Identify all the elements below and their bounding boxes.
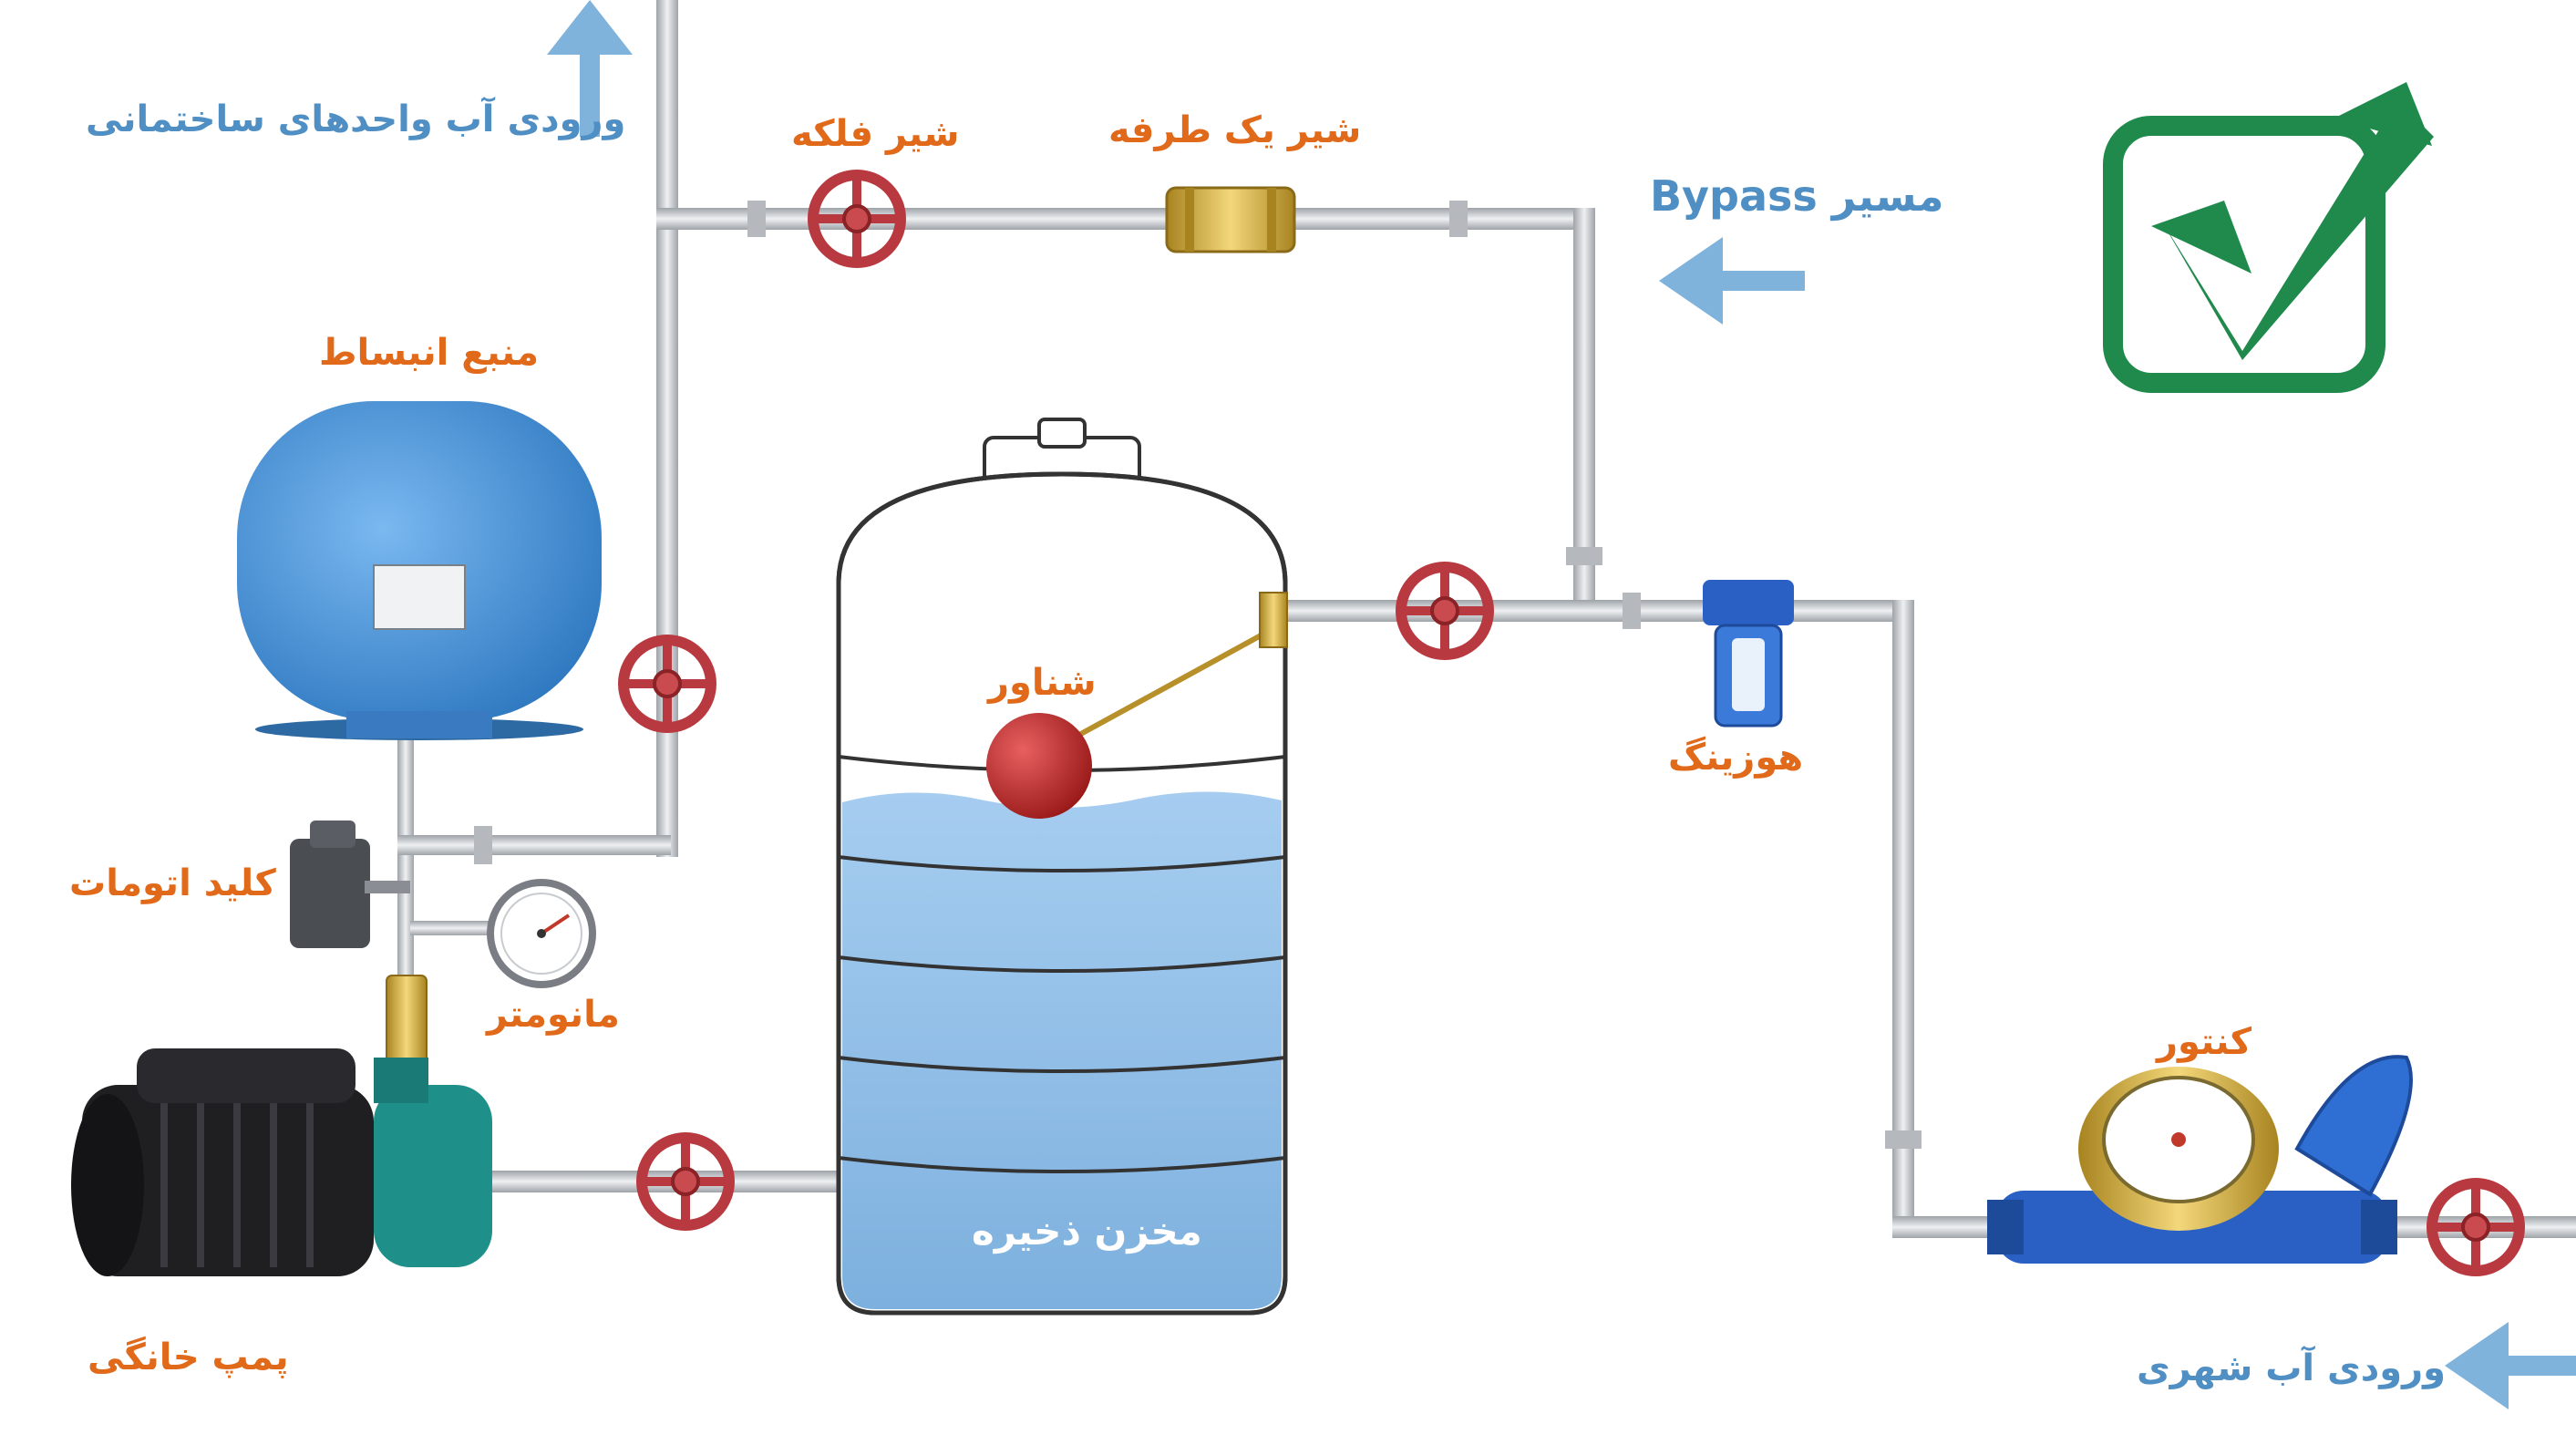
water-meter: [1987, 1055, 2413, 1264]
expansion-tank: [237, 401, 602, 740]
tank-label-plate: [373, 564, 466, 630]
gate-valve-pump: [642, 1138, 729, 1225]
label-home-pump: پمپ خانگی: [88, 1337, 289, 1378]
arrow-up-icon: [547, 0, 633, 137]
expansion-link-pipe: [397, 835, 671, 855]
label-pressure-switch: کلید اتومات: [69, 862, 276, 904]
manometer-branch-pipe: [410, 921, 492, 935]
float-ball: [986, 713, 1092, 819]
gate-valve-riser: [623, 640, 711, 728]
label-bypass: مسیر Bypass: [1650, 171, 1944, 221]
label-city-inlet: ورودی آب شهری: [2137, 1347, 2446, 1389]
manometer-gauge: [487, 879, 596, 988]
gate-valve-top: [813, 175, 901, 263]
tank-water: [842, 791, 1282, 1309]
arrow-left-icon: [1659, 237, 1805, 325]
float-valve: [986, 592, 1288, 819]
label-expansion-tank: منبع انبساط: [319, 332, 539, 374]
check-valve: [1165, 186, 1296, 253]
gate-valve-tank-inlet: [1401, 567, 1489, 655]
check-mark-icon: [2103, 82, 2434, 393]
pressure-switch: [290, 821, 410, 948]
brass-fitting: [386, 975, 428, 1068]
label-meter: کنتور: [2157, 1021, 2252, 1063]
label-check-valve: شیر یک طرفه: [1108, 109, 1362, 151]
housing-filter: [1703, 580, 1794, 728]
label-housing-filter: هوزینگ: [1668, 737, 1804, 779]
meter-lid: [2294, 1055, 2413, 1197]
bypass-pipe: [1573, 208, 1595, 609]
tank-inlet-pipe: [1285, 600, 1914, 622]
label-manometer: مانومتر: [487, 994, 620, 1036]
home-pump: [71, 1048, 492, 1276]
label-building-inlet: ورودی آب واحدهای ساختمانی: [86, 98, 626, 140]
storage-tank: [836, 418, 1288, 1316]
label-gate-valve: شیر فلکه: [791, 113, 960, 155]
label-storage-tank: مخزن ذخیره: [972, 1209, 1202, 1254]
gate-valve-city: [2432, 1183, 2519, 1271]
label-float: شناور: [988, 662, 1097, 704]
arrow-left-icon: [2445, 1322, 2576, 1409]
